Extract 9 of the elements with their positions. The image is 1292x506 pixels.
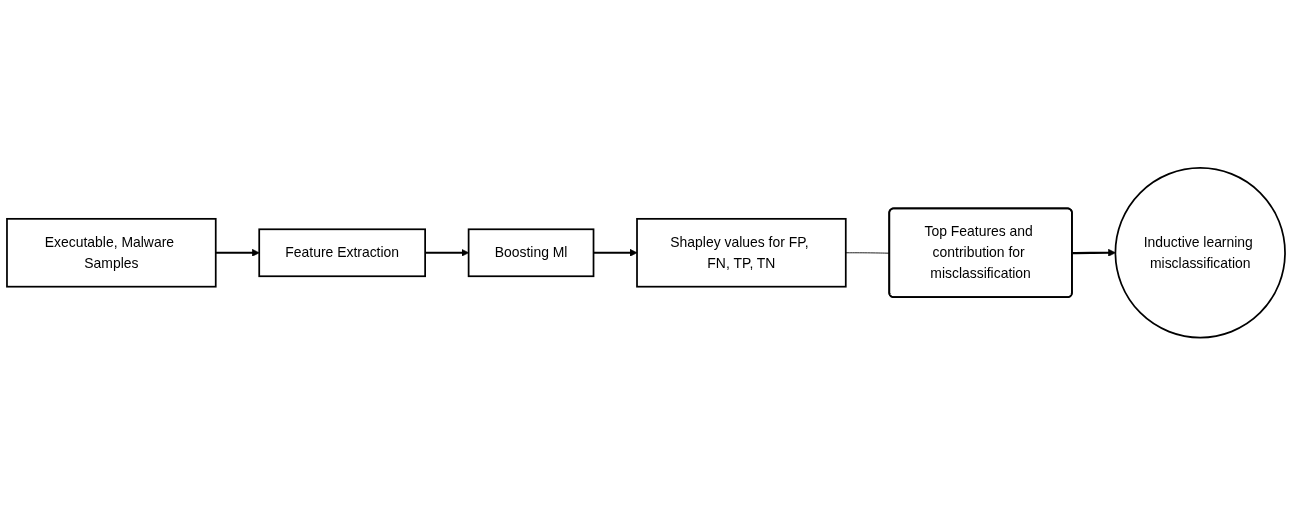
node-circle: Inductive learning misclassification	[1114, 167, 1286, 339]
arrow	[593, 249, 638, 257]
node-box: Shapley values for FP, FN, TP, TN	[636, 218, 847, 288]
arrow	[1072, 249, 1116, 257]
node-box: Boosting Ml	[467, 228, 595, 278]
arrow	[215, 249, 260, 257]
node-box: Executable, Malware Samples	[6, 218, 217, 288]
arrow	[425, 249, 469, 257]
node-box: Feature Extraction	[258, 228, 426, 278]
